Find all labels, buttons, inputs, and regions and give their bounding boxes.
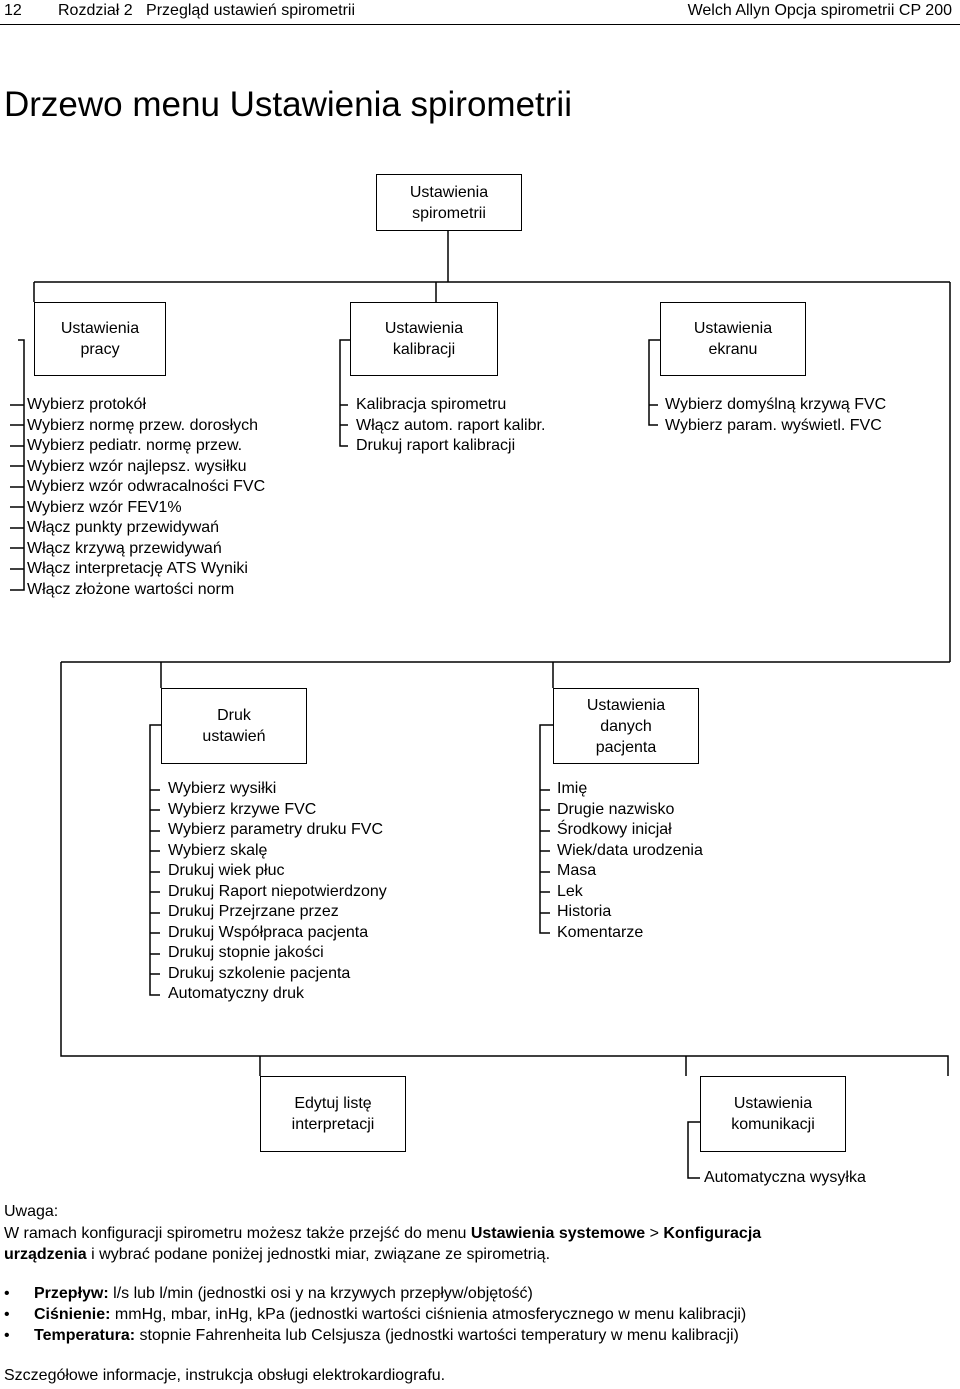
work-label-1: Ustawienia: [60, 320, 140, 337]
communication-settings-box: Ustawienia komunikacji: [700, 1076, 846, 1152]
list-item: Wybierz protokół: [27, 396, 147, 413]
bullet-glyph: •: [4, 1285, 10, 1302]
list-item: Imię: [557, 780, 588, 797]
list-item: Wybierz parametry druku FVC: [168, 821, 384, 838]
list-item: Automatyczny druk: [168, 985, 305, 1002]
patient-data-settings-box: Ustawienia danych pacjenta: [553, 688, 699, 764]
list-item: Drukuj stopnie jakości: [168, 944, 324, 961]
bullet-glyph: •: [4, 1306, 10, 1323]
list-item: Wybierz wzór najlepsz. wysiłku: [27, 457, 247, 475]
bullet-text: mmHg, mbar, inHg, kPa (jednostki wartośc…: [110, 1306, 747, 1323]
interp-label-1: Edytuj listę: [294, 1095, 372, 1112]
note-heading: Uwaga:: [4, 1203, 59, 1220]
list-item: Włącz punkty przewidywań: [27, 519, 220, 536]
list-item: Środkowy inicjał: [557, 821, 672, 838]
bullet-item-pressure: • Ciśnienie: mmHg, mbar, inHg, kPa (jedno…: [0, 1304, 746, 1325]
calibration-label-2: kalibracji: [392, 341, 456, 358]
bullet-glyph: •: [4, 1327, 10, 1344]
list-item: Drugie nazwisko: [557, 800, 675, 818]
note-menu-name: Ustawienia systemowe: [470, 1225, 646, 1242]
bullet-term: Temperatura:: [34, 1327, 136, 1344]
page-number: 12: [4, 2, 22, 19]
print-label-1: Druk: [217, 707, 251, 724]
calibration-label-1: Ustawienia: [384, 320, 464, 337]
footer-text: Szczegółowe informacje, instrukcja obsłu…: [4, 1367, 446, 1384]
bullet-text: stopnie Fahrenheita lub Celsjusza (jedno…: [135, 1327, 739, 1344]
list-item: Wybierz wzór FEV1%: [27, 498, 182, 516]
screen-label-1: Ustawienia: [693, 320, 773, 337]
list-item: Komentarze: [557, 923, 644, 941]
communication-list: Automatyczna wysyłka: [704, 1168, 866, 1189]
page-header: 12 Rozdział 2 Przegląd ustawień spiromet…: [0, 0, 960, 25]
note-text: i wybrać podane poniżej jednostki miar, …: [86, 1246, 551, 1263]
screen-settings-box: Ustawienia ekranu: [660, 302, 806, 376]
list-item: Automatyczna wysyłka: [704, 1169, 866, 1186]
list-item: Wybierz domyślną krzywą FVC: [665, 396, 887, 413]
patient-label-2: danych: [600, 717, 652, 735]
interp-label-2: interpretacji: [291, 1116, 375, 1133]
list-item: Wybierz wysiłki: [168, 780, 277, 797]
bullet-term: Ciśnienie:: [34, 1306, 111, 1323]
list-item: Kalibracja spirometru: [356, 396, 507, 413]
note-line-1: W ramach konfiguracji spirometru możesz …: [4, 1223, 761, 1244]
list-item: Lek: [557, 882, 583, 900]
list-item: Włącz krzywą przewidywań: [27, 539, 222, 557]
list-item: Włącz interpretację ATS Wyniki: [27, 560, 248, 577]
work-label-2: pracy: [80, 341, 120, 358]
list-item: Drukuj raport kalibracji: [356, 437, 516, 454]
note-menu-name: Konfiguracja: [663, 1225, 762, 1242]
work-settings-box: Ustawienia pracy: [34, 302, 166, 376]
list-item: Drukuj Współpraca pacjenta: [168, 923, 369, 941]
bullet-item-flow: • Przepływ: l/s lub l/min (jednostki osi …: [0, 1283, 746, 1304]
note-text: W ramach konfiguracji spirometru możesz …: [4, 1225, 471, 1242]
patient-label-3: pacjenta: [595, 738, 657, 756]
screen-label-2: ekranu: [708, 341, 758, 358]
calibration-settings-box: Ustawienia kalibracji: [350, 302, 498, 376]
list-item: Drukuj szkolenie pacjenta: [168, 964, 351, 982]
list-item: Drukuj Przejrzane przez: [168, 903, 339, 920]
list-item: Drukuj wiek płuc: [168, 862, 285, 879]
bullet-text: l/s lub l/min (jednostki osi y na krzywy…: [108, 1285, 533, 1302]
bullet-term: Przepływ:: [34, 1285, 109, 1302]
root-label-2: spirometrii: [412, 204, 486, 222]
list-item: Drukuj Raport niepotwierdzony: [168, 882, 387, 900]
list-item: Włącz złożone wartości norm: [27, 580, 235, 598]
list-item: Historia: [557, 903, 612, 920]
note-separator: >: [645, 1225, 664, 1242]
root-label-1: Ustawienia: [409, 183, 489, 201]
list-item: Wybierz param. wyświetl. FVC: [665, 416, 882, 434]
work-settings-list: Wybierz protokół Wybierz normę przew. do…: [27, 395, 265, 600]
screen-settings-list: Wybierz domyślną krzywą FVC Wybierz para…: [665, 395, 886, 436]
comm-label-2: komunikacji: [731, 1116, 815, 1133]
list-item: Włącz autom. raport kalibr.: [356, 416, 546, 434]
list-item: Wybierz wzór odwracalności FVC: [27, 478, 266, 495]
page-title: Drzewo menu Ustawienia spirometrii: [4, 85, 572, 124]
calibration-settings-list: Kalibracja spirometru Włącz autom. rapor…: [356, 395, 545, 457]
list-item: Wybierz skalę: [168, 841, 268, 859]
list-item: Masa: [557, 862, 597, 879]
chapter-title: Rozdział 2 Przegląd ustawień spirometrii: [58, 2, 356, 19]
product-name: Welch Allyn Opcja spirometrii CP 200: [687, 2, 952, 19]
print-settings-box: Druk ustawień: [161, 688, 307, 764]
list-item: Wybierz krzywe FVC: [168, 800, 317, 818]
comm-label-1: Ustawienia: [733, 1095, 813, 1112]
list-item: Wybierz normę przew. dorosłych: [27, 416, 259, 434]
patient-data-list: Imię Drugie nazwisko Środkowy inicjał Wi…: [557, 779, 703, 943]
list-item: Wiek/data urodzenia: [557, 841, 703, 859]
list-item: Wybierz pediatr. normę przew.: [27, 437, 243, 454]
edit-interpretation-box: Edytuj listę interpretacji: [260, 1076, 406, 1152]
print-settings-list: Wybierz wysiłki Wybierz krzywe FVC Wybie…: [168, 779, 387, 1005]
units-list: • Przepływ: l/s lub l/min (jednostki osi …: [0, 1283, 746, 1346]
note-line-2: urządzenia i wybrać podane poniżej jedno…: [4, 1244, 550, 1265]
print-label-2: ustawień: [202, 728, 266, 745]
root-box: Ustawienia spirometrii: [376, 174, 522, 231]
patient-label-1: Ustawienia: [586, 696, 666, 714]
bullet-item-temperature: • Temperatura: stopnie Fahrenheita lub Ce…: [0, 1325, 746, 1346]
note-menu-name: urządzenia: [4, 1246, 87, 1263]
